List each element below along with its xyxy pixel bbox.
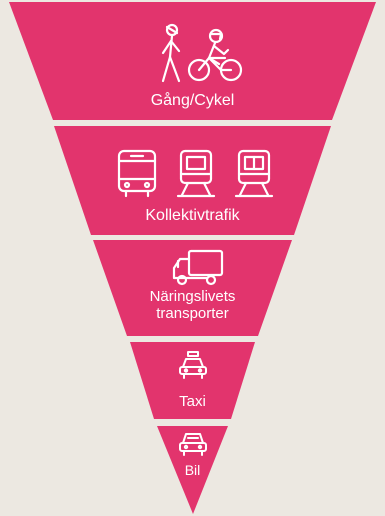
tier-car-label: Bil (184, 462, 201, 478)
tram-icon (176, 149, 216, 199)
cyclist-icon (187, 28, 243, 84)
tier-taxi-label: Taxi (179, 393, 206, 410)
tier-freight-label-line-2: transporter (156, 305, 229, 323)
truck-icon (172, 249, 224, 287)
taxi-icon (179, 351, 207, 379)
tier-taxi-band (130, 342, 255, 419)
pedestrian-icon (155, 23, 191, 85)
tier-public-transport-label: Kollektivtrafik (145, 207, 240, 224)
train-icon (234, 149, 274, 199)
tier-freight-label-line-1: Näringslivets (149, 288, 236, 305)
bus-icon (117, 149, 157, 198)
car-icon (179, 430, 207, 456)
tier-walk-bike-band (9, 2, 376, 120)
tier-public-transport-band (54, 126, 331, 235)
tier-freight-band (93, 240, 292, 336)
tier-car-band (157, 426, 228, 514)
tier-walk-bike-label: Gång/Cykel (150, 92, 235, 109)
tier-freight-label: Näringslivets transporter (0, 288, 385, 323)
